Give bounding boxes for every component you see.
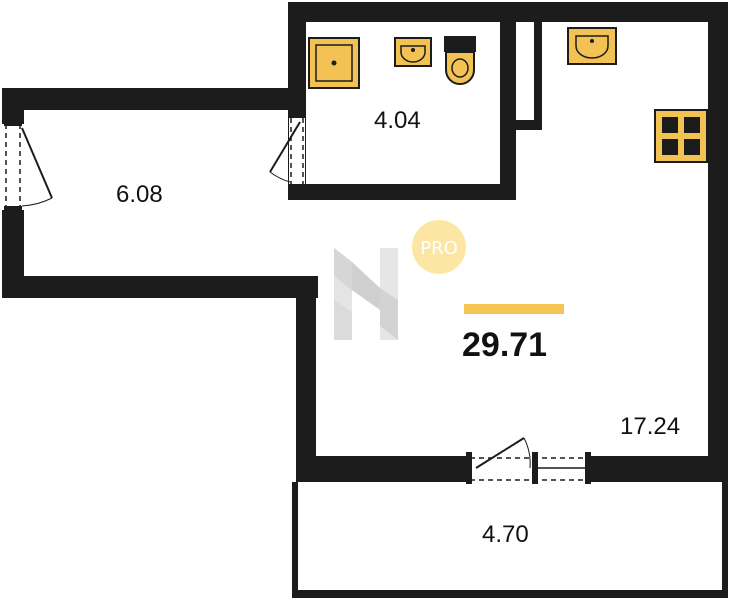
wall-bathroom-right	[500, 2, 516, 200]
wall-balcony-bottom	[292, 590, 728, 598]
wall-right	[708, 2, 728, 482]
wall-living-bottom-right	[588, 456, 728, 482]
wall-bathroom-bottom	[288, 184, 516, 200]
balcony-door-icon	[466, 437, 591, 484]
wall-balcony-right	[722, 482, 728, 598]
wall-living-bottom-left	[296, 456, 470, 482]
kitchen-sink-icon	[567, 27, 617, 65]
hallway-area-label: 6.08	[116, 181, 163, 208]
brand-logo-icon	[334, 248, 398, 340]
wall-living-left	[296, 276, 316, 482]
stove-icon	[654, 109, 708, 163]
bathroom-door-icon	[269, 118, 305, 184]
entrance-door-icon	[4, 122, 53, 210]
wall-balcony-left	[292, 482, 298, 598]
wall-hallway-bottom	[2, 276, 318, 298]
sink-icon	[394, 37, 432, 67]
wall-hallway-left-upper	[2, 88, 24, 124]
wall-partition-vertical	[534, 22, 542, 130]
pro-badge-circle	[412, 220, 466, 274]
balcony-area-label: 4.70	[482, 521, 529, 548]
pro-badge-text: PRO	[420, 238, 458, 259]
pro-badge: PRO	[412, 220, 466, 274]
total-area-accent-bar	[464, 304, 564, 314]
living-area-label: 17.24	[620, 413, 680, 440]
toilet-icon	[444, 36, 476, 85]
wall-hallway-top	[2, 88, 302, 110]
shower-tray-icon	[308, 37, 360, 89]
wall-partition-horizontal	[516, 120, 542, 130]
bathroom-area-label: 4.04	[374, 107, 421, 134]
total-area-value: 29.71	[462, 326, 547, 364]
